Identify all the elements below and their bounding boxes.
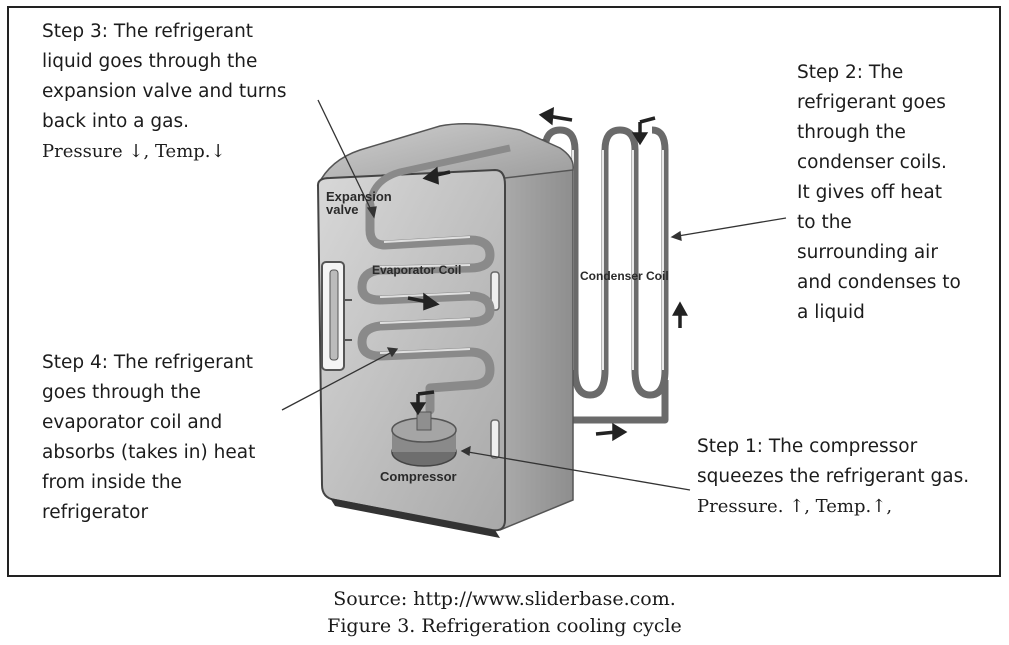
step3-line: back into a gas. (42, 111, 189, 132)
step4-line: goes through the (42, 382, 201, 403)
step2-line: through the (797, 122, 906, 143)
arrow-icon (422, 166, 451, 185)
compressor-label: Compressor (380, 469, 457, 484)
step4-line: Step 4: The refrigerant (42, 352, 254, 373)
figure-caption: Figure 3. Refrigeration cooling cycle (327, 615, 682, 637)
step2-line: and condenses to (797, 272, 961, 293)
step4-line: from inside the (42, 472, 182, 493)
arrow-icon (538, 107, 573, 126)
top-pipe (366, 144, 511, 206)
arrow-icon (409, 390, 435, 416)
condenser-coil-label: Condenser Coil (580, 269, 669, 283)
step2-line: condenser coils. (797, 152, 947, 173)
step3-measure: Pressure ↓, Temp.↓ (42, 141, 226, 162)
step2-line: refrigerant goes (797, 92, 946, 113)
callout-lines (281, 99, 787, 491)
flow-arrows (407, 107, 688, 442)
step2-line: a liquid (797, 302, 865, 323)
arrow-icon (672, 301, 688, 328)
step2-line: Step 2: The (797, 62, 904, 83)
step3-line: Step 3: The refrigerant (42, 21, 254, 42)
hinge-top (490, 271, 500, 311)
source-caption: Source: http://www.sliderbase.com. (333, 588, 676, 610)
arrow-icon (631, 116, 656, 146)
step3-text: Step 3: The refrigerant liquid goes thro… (42, 17, 286, 167)
step1-text: Step 1: The compressor squeezes the refr… (697, 432, 969, 522)
evaporator-coil (357, 200, 495, 415)
step4-line: refrigerator (42, 502, 149, 523)
step2-line: It gives off heat (797, 182, 942, 203)
step2-text: Step 2: The refrigerant goes through the… (797, 58, 961, 328)
expansion-valve-label-line2: valve (326, 202, 359, 217)
step4-text: Step 4: The refrigerant goes through the… (42, 348, 255, 528)
step2-line: surrounding air (797, 242, 938, 263)
fridge-top (316, 123, 574, 186)
expansion-valve-label: Expansion (326, 189, 392, 204)
step1-measure: Pressure. ↑, Temp.↑, (697, 496, 893, 517)
step2-line: to the (797, 212, 852, 233)
evaporator-coil-label: Evaporator Coil (372, 263, 461, 277)
step3-line: liquid goes through the (42, 51, 258, 72)
arrow-icon (595, 422, 628, 442)
step3-line: expansion valve and turns (42, 81, 287, 102)
hinge-bottom (490, 419, 500, 459)
compressor (391, 411, 457, 467)
step1-line: Step 1: The compressor (697, 436, 918, 457)
fridge-base (330, 498, 500, 538)
step4-line: absorbs (takes in) heat (42, 442, 256, 463)
step4-line: evaporator coil and (42, 412, 223, 433)
step1-line: squeezes the refrigerant gas. (697, 466, 970, 487)
door-handle (321, 261, 352, 371)
arrow-icon (407, 292, 440, 311)
